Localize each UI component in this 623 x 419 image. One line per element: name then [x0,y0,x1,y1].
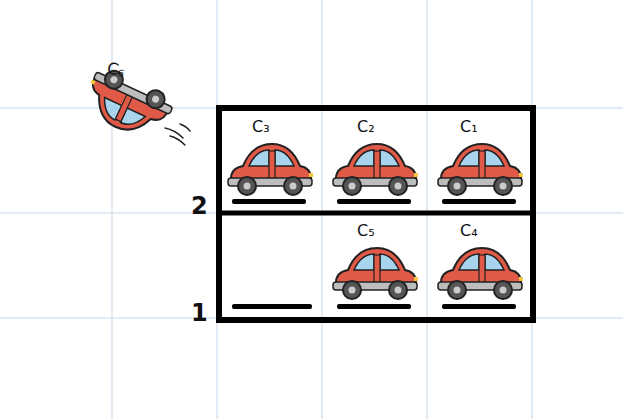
car-label: C₃ [252,119,270,135]
car-label: C₁ [460,119,478,135]
car-label: C₆ [106,60,127,79]
car-label: C₄ [460,223,478,239]
car-label: C₅ [357,223,375,239]
row-number: 1 [191,301,208,325]
row-number: 2 [191,194,208,218]
car-label: C₂ [357,119,375,135]
